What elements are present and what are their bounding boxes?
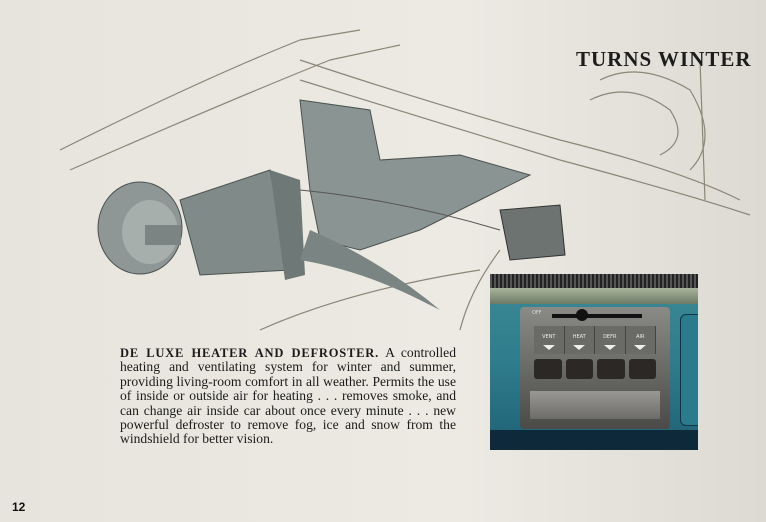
dash-trim — [490, 288, 698, 304]
key-heat: HEAT — [565, 326, 595, 354]
key-defr: DEFR — [595, 326, 626, 354]
key-vent: VENT — [534, 326, 565, 354]
article-text: DE LUXE HEATER AND DEFROSTER. A controll… — [120, 345, 457, 447]
page-title: TURNS WINTER — [576, 47, 752, 71]
article-lead: DE LUXE HEATER AND DEFROSTER. — [120, 346, 380, 360]
page-number: 12 — [12, 500, 26, 514]
control-keys: VENT HEAT DEFR AIR — [534, 326, 656, 354]
slider-knob — [576, 309, 588, 321]
control-panel-photo: OFF VENT HEAT DEFR AIR — [490, 274, 698, 450]
key-air: AIR — [626, 326, 656, 354]
lever — [534, 359, 562, 379]
lever — [565, 359, 593, 379]
control-tray — [530, 391, 660, 419]
slider-track — [552, 314, 642, 318]
lever — [597, 359, 625, 379]
control-bezel: OFF VENT HEAT DEFR AIR — [520, 307, 670, 429]
off-label: OFF — [532, 310, 542, 316]
article-body: A controlled heating and ventilating sys… — [120, 345, 457, 447]
lever-row — [534, 359, 656, 379]
fan-slider: OFF — [532, 309, 658, 321]
dash-grille — [490, 274, 698, 288]
dash-panel — [680, 314, 698, 426]
dash-bottom — [490, 430, 698, 450]
lever — [628, 359, 656, 379]
